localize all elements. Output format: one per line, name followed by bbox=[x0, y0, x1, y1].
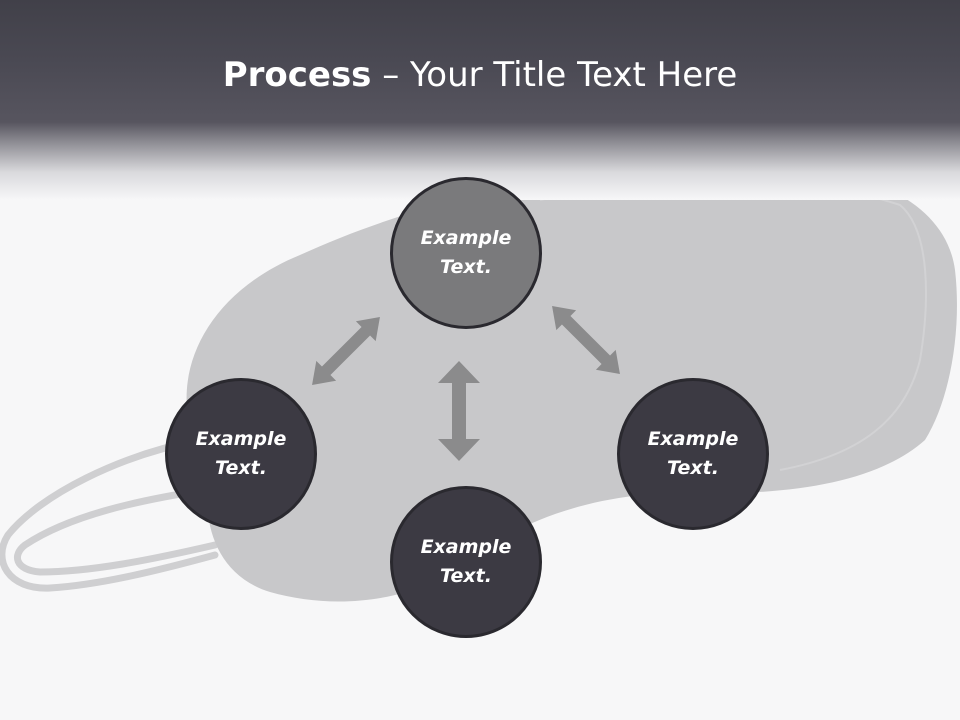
slide-title: Process – Your Title Text Here bbox=[0, 52, 960, 98]
arrow-top-left bbox=[312, 317, 380, 385]
title-bold: Process bbox=[222, 55, 372, 95]
node-left-text: Example Text. bbox=[195, 428, 287, 479]
node-right: Example Text. bbox=[617, 378, 769, 530]
node-left: Example Text. bbox=[165, 378, 317, 530]
title-rest: – Your Title Text Here bbox=[371, 55, 738, 95]
node-bottom: Example Text. bbox=[390, 486, 542, 638]
node-right-text: Example Text. bbox=[647, 428, 739, 479]
title-bar: Process – Your Title Text Here bbox=[0, 0, 960, 200]
node-top: Example Text. bbox=[390, 177, 542, 329]
arrow-top-right bbox=[552, 306, 620, 374]
arrow-vertical bbox=[438, 361, 480, 461]
node-top-text: Example Text. bbox=[420, 227, 512, 278]
node-bottom-text: Example Text. bbox=[420, 536, 512, 587]
